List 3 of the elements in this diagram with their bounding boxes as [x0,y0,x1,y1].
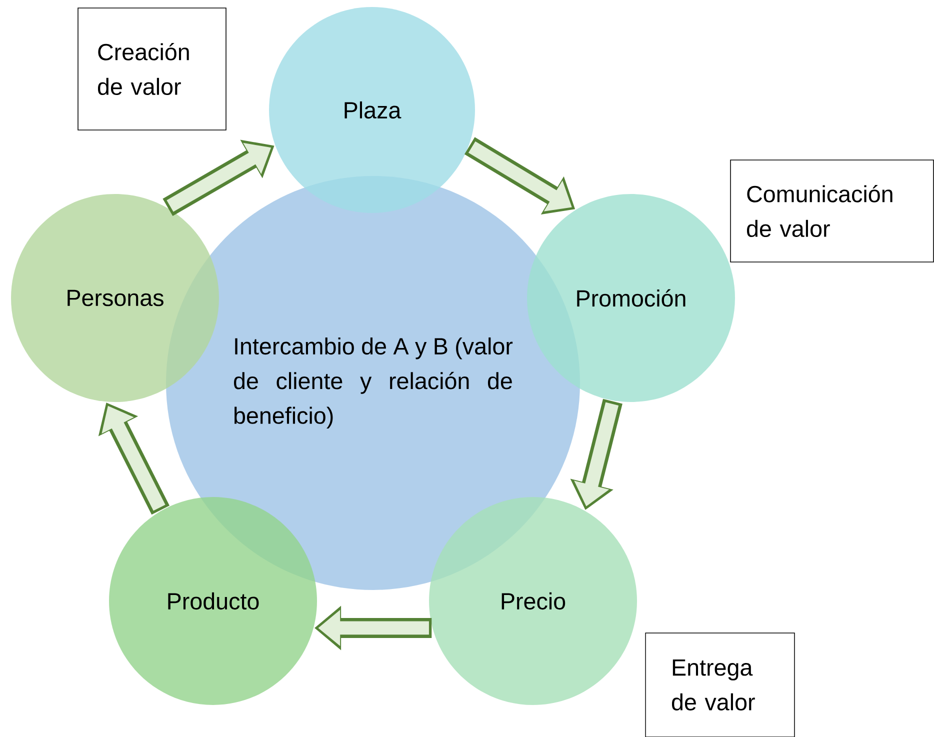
text-box: Creación de valor [78,8,226,130]
text-box: Comunicación de valor [730,160,934,262]
text-box: Entrega de valor [645,632,795,737]
